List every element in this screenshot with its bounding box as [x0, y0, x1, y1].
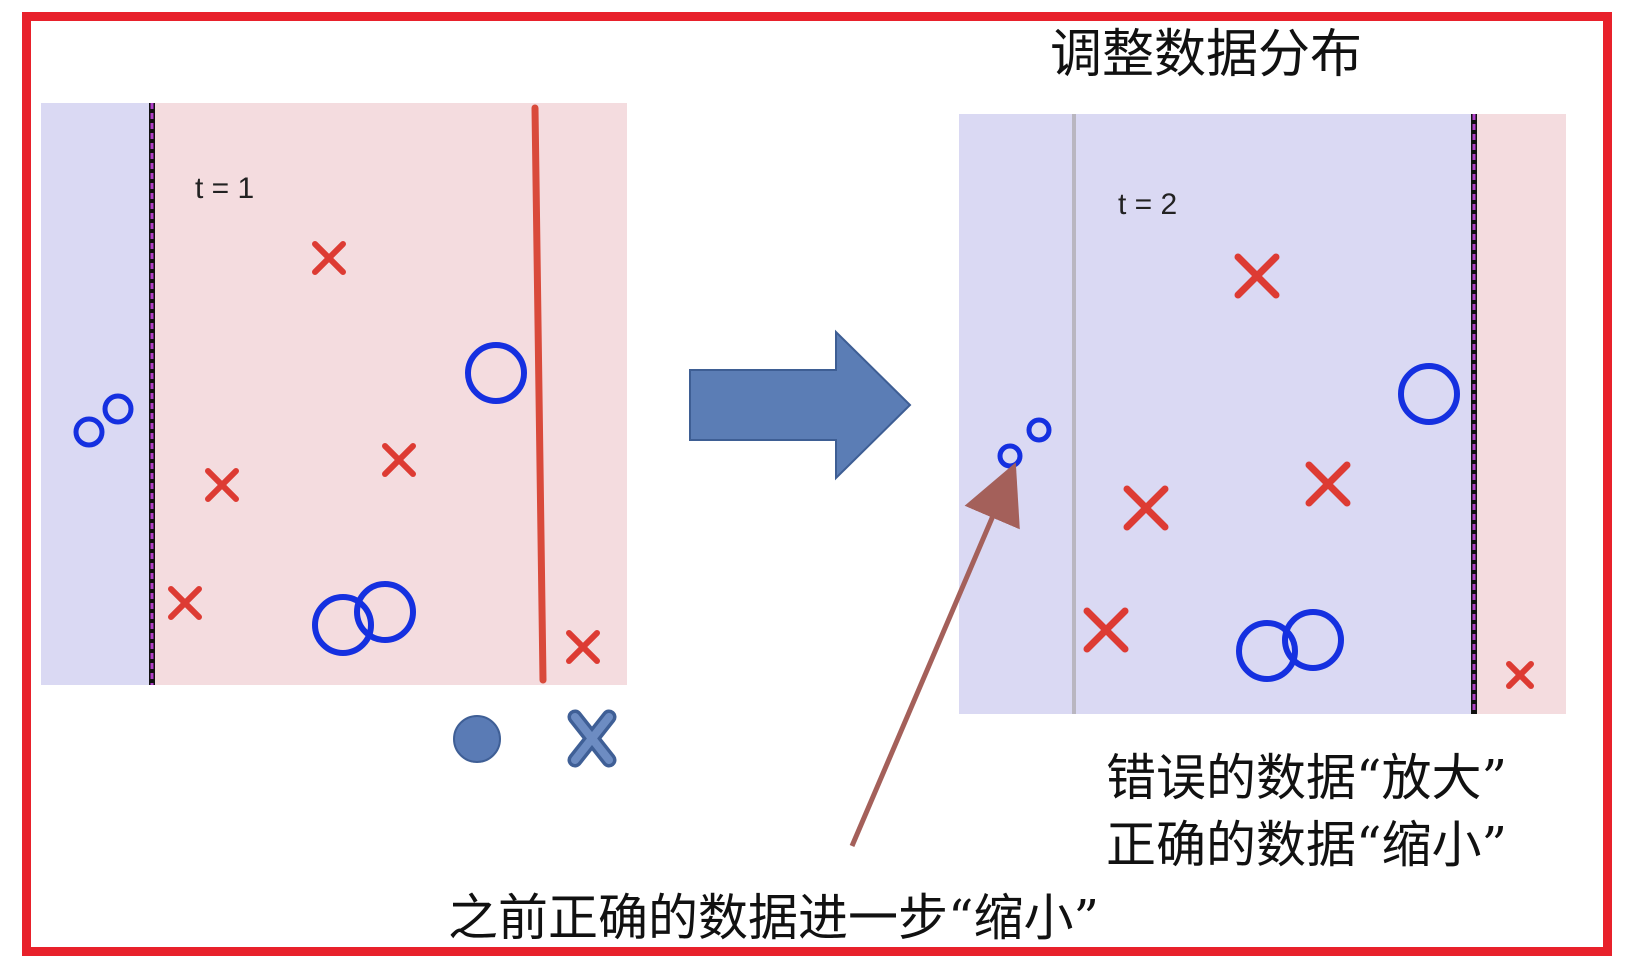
left-decision-boundary — [531, 104, 547, 684]
o-point-marker — [1398, 363, 1460, 425]
o-point-marker — [312, 594, 374, 656]
x-point-marker — [566, 630, 600, 664]
o-point-marker — [465, 342, 527, 404]
x-point-marker — [168, 586, 202, 620]
annotation-previous-right-shrunk: 之前正确的数据进一步“缩小” — [448, 889, 1099, 947]
big-right-arrow — [689, 329, 912, 481]
o-point-marker — [73, 416, 105, 448]
left-time-label: t = 1 — [195, 172, 254, 205]
o-point-marker — [1282, 609, 1344, 671]
right-points — [997, 253, 1534, 689]
x-point-marker — [1083, 607, 1129, 653]
o-point-marker — [1026, 417, 1052, 443]
red-border-frame — [22, 12, 1612, 956]
x-point-marker — [1123, 485, 1169, 531]
right-time-label: t = 2 — [1118, 188, 1177, 221]
right-panel: t = 2 — [959, 114, 1566, 714]
left-red-region — [152, 103, 627, 685]
x-point-marker — [1506, 661, 1534, 689]
diagram-title: 调整数据分布 — [1050, 25, 1362, 85]
legend-x-symbol — [567, 709, 617, 768]
x-point-marker — [312, 241, 346, 275]
legend — [453, 709, 617, 768]
x-point-marker — [1234, 253, 1280, 299]
legend-circle-symbol — [453, 715, 501, 763]
left-blue-region — [41, 103, 152, 685]
o-point-marker — [1236, 620, 1298, 682]
left-panel: t = 1 — [41, 103, 627, 685]
x-point-marker — [1305, 461, 1351, 507]
o-point-marker — [102, 393, 134, 425]
right-blue-region — [959, 114, 1474, 714]
annotation-right-shrunk: 正确的数据“缩小” — [1106, 816, 1507, 874]
o-point-marker — [354, 581, 416, 643]
left-points — [73, 241, 600, 664]
x-point-marker — [205, 468, 239, 502]
pointer-arrow — [849, 462, 1020, 847]
right-red-region — [1474, 114, 1566, 714]
annotation-wrong-amplified: 错误的数据“放大” — [1106, 749, 1507, 807]
x-point-marker — [382, 443, 416, 477]
